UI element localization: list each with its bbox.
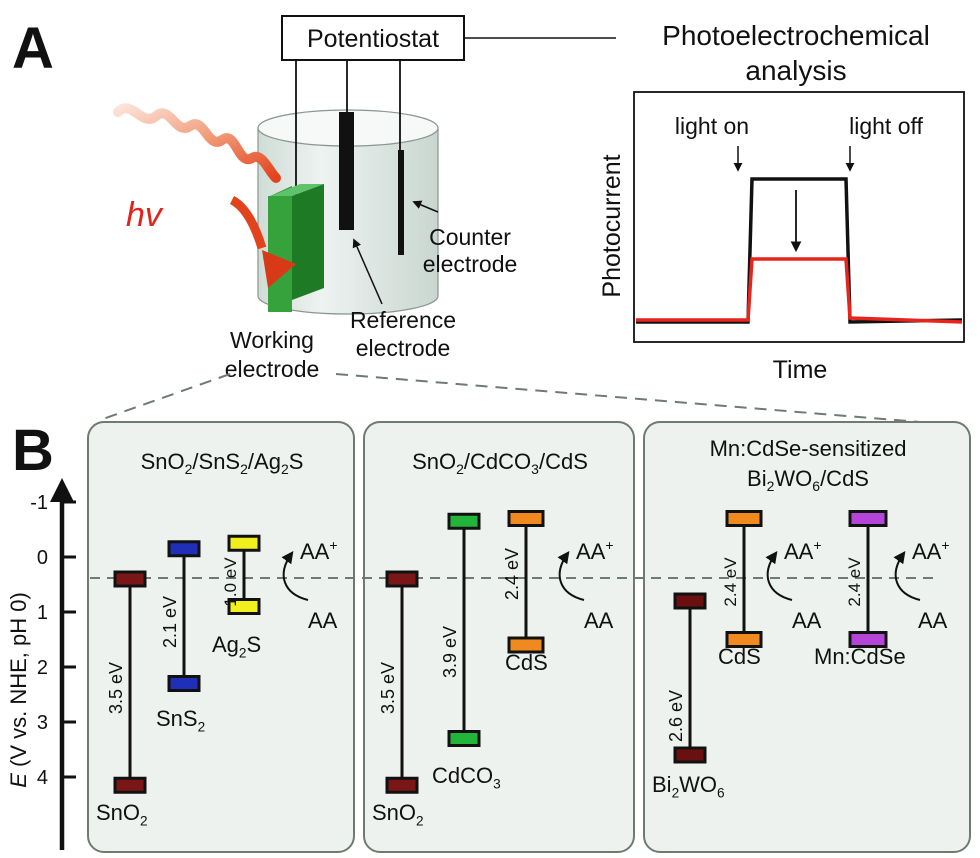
box3-a-aa-plus: AA+ <box>784 537 822 564</box>
box1-sno2-vb <box>113 776 147 794</box>
electrode-wires <box>295 60 401 200</box>
box2-cds-cb <box>507 510 545 527</box>
panel-b-label: B <box>12 418 54 483</box>
band-diagram: 3.5 eV SnO2 2.1 eV SnS2 1.0 eV Ag2S AA+ AA 3.5 e… <box>96 510 950 829</box>
box1-sno2-gap: 3.5 eV <box>106 662 126 714</box>
potential-axis: -1 0 1 2 3 4 E (V vs. NHE, pH 0) <box>6 478 76 850</box>
working-electrode-label-1: Working <box>230 327 314 353</box>
box2-cds-vb <box>507 636 545 654</box>
box1-sns2-vb <box>167 675 201 692</box>
box2-sno2-gap: 3.5 eV <box>378 662 398 714</box>
box1-aa: AA <box>308 608 338 633</box>
counter-arrow <box>412 200 439 213</box>
box2-aa: AA <box>584 608 614 633</box>
axis-tick-label: 1 <box>37 602 48 624</box>
counter-electrode <box>398 150 404 255</box>
box1-sns2-cb <box>167 540 201 558</box>
plot-xlabel: Time <box>773 356 828 384</box>
counter-electrode-label-2: electrode <box>423 251 518 277</box>
box3-bi2wo6-label: Bi2WO6 <box>652 772 725 801</box>
box-3-title-line2: Bi2WO6/CdS <box>747 466 869 494</box>
box3-bi2wo6-vb <box>673 746 707 764</box>
box3-cds-vb <box>725 631 763 648</box>
axis-tick-label: 2 <box>37 657 48 679</box>
plot-ylabel: Photocurrent <box>598 154 626 297</box>
reference-electrode <box>339 112 354 230</box>
box-3 <box>643 421 971 853</box>
hv-label: hv <box>126 196 164 234</box>
box2-sno2-vb <box>385 776 419 794</box>
photocurrent-plot: Photocurrent Time light on light off <box>598 91 965 384</box>
axis-title-rest: (V vs. NHE, pH 0) <box>6 592 31 773</box>
box2-cds-gap: 2.4 eV <box>502 548 522 600</box>
box-1 <box>87 421 355 853</box>
analysis-title-line2: analysis <box>745 55 846 86</box>
axis-tick-label: -1 <box>30 492 48 514</box>
box3-a-aa: AA <box>792 608 822 633</box>
light-on-label: light on <box>675 113 749 139</box>
box-2-title: SnO2/CdCO3/CdS <box>412 449 588 477</box>
box2-sno2-label: SnO2 <box>372 800 424 829</box>
box3-mncdse-vb <box>848 631 888 648</box>
potentiostat: Potentiostat <box>281 15 616 61</box>
box3-a-arrow <box>765 551 793 601</box>
reference-arrow <box>352 238 383 305</box>
box-3-title-line1: Mn:CdSe-sensitized <box>710 436 907 461</box>
box1-ag2s-cb <box>227 534 261 552</box>
box1-sns2-gap: 2.1 eV <box>160 596 180 648</box>
box2-cdco3-gap: 3.9 eV <box>440 626 460 678</box>
box3-b-aa-plus: AA+ <box>912 537 950 564</box>
box1-arrow <box>281 551 309 601</box>
box1-sno2-cb <box>113 570 147 588</box>
light-curve <box>636 257 963 324</box>
box2-cds-label: CdS <box>505 650 548 675</box>
working-electrode-label-2: electrode <box>225 356 320 382</box>
box2-aa-plus: AA+ <box>576 537 614 564</box>
dark-curve <box>636 177 963 324</box>
box3-mncdse-cb <box>848 510 888 527</box>
counter-electrode-label-1: Counter <box>429 224 511 250</box>
box3-bi2wo6-gap: 2.6 eV <box>666 690 686 742</box>
working-electrode <box>268 184 324 312</box>
box2-arrow <box>557 551 585 601</box>
box1-ag2s-label: Ag2S <box>212 632 261 661</box>
box3-bi2wo6-cb <box>673 592 707 610</box>
box1-ag2s-vb <box>227 598 261 615</box>
analysis-title-line1: Photoelectrochemical <box>662 20 930 51</box>
box2-cdco3-label: CdCO3 <box>432 763 501 792</box>
box1-sno2-label: SnO2 <box>96 800 148 829</box>
box2-cdco3-vb <box>447 730 481 747</box>
box1-aa-plus: AA+ <box>300 537 338 564</box>
box2-sno2-cb <box>385 570 419 588</box>
box3-cds-cb <box>725 510 763 527</box>
panel-a-label: A <box>12 16 54 81</box>
axis-tick-label: 0 <box>37 547 48 569</box>
reference-electrode-label-1: Reference <box>350 307 456 333</box>
reference-electrode-label-2: electrode <box>356 335 451 361</box>
zoom-connectors <box>99 373 945 425</box>
axis-ticks: -1 0 1 2 3 4 <box>30 492 76 789</box>
photon-wave <box>113 103 296 288</box>
box-1-title: SnO2/SnS2/Ag2S <box>141 449 304 477</box>
box2-cdco3-cb <box>447 512 481 530</box>
box3-mncdse-label: Mn:CdSe <box>814 644 906 669</box>
axis-tick-label: 4 <box>37 767 48 789</box>
axis-tick-label: 3 <box>37 712 48 734</box>
axis-title: E (V vs. NHE, pH 0) <box>6 592 31 788</box>
box3-mncdse-gap: 2.4 eV <box>845 557 864 607</box>
box3-cds-gap: 2.4 eV <box>721 557 740 607</box>
box-2 <box>363 421 635 853</box>
potentiostat-label: Potentiostat <box>307 25 439 53</box>
box1-sns2-label: SnS2 <box>156 706 205 735</box>
box3-b-arrow <box>893 551 921 601</box>
box1-ag2s-gap: 1.0 eV <box>221 557 240 607</box>
light-off-label: light off <box>849 113 923 139</box>
box3-b-aa: AA <box>918 608 948 633</box>
box3-cds-label: CdS <box>718 644 761 669</box>
